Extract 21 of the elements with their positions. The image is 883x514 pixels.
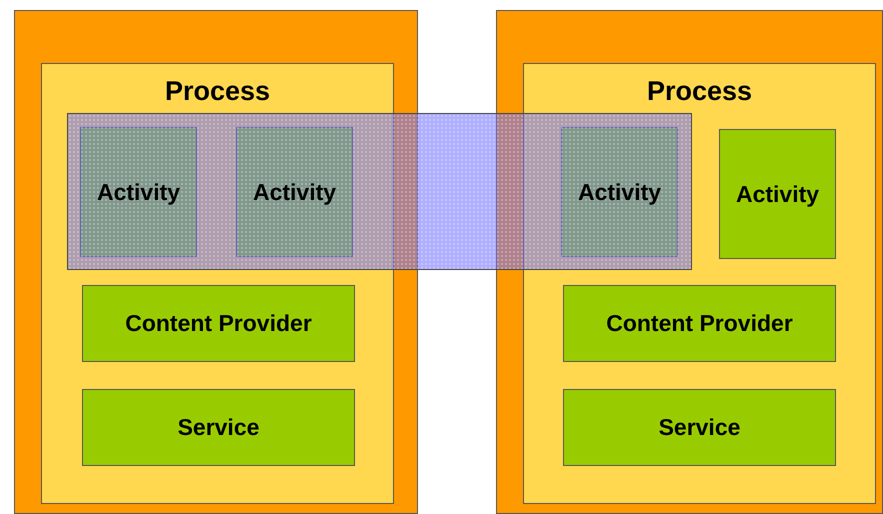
activity-label: Activity xyxy=(252,178,336,206)
content-provider-box xyxy=(563,285,836,362)
container-box xyxy=(496,10,883,514)
process-title: Process xyxy=(646,76,754,107)
content-provider-label: Content Provider xyxy=(125,310,312,337)
process-title: Process xyxy=(164,76,272,107)
service-box xyxy=(563,389,836,466)
activity-box xyxy=(719,129,836,259)
content-provider-label: Content Provider xyxy=(606,310,793,337)
translucent-band xyxy=(67,113,692,270)
activity-label: Activity xyxy=(96,178,180,206)
service-box xyxy=(82,389,355,466)
activity-box xyxy=(561,127,678,257)
activity-box xyxy=(236,127,353,257)
content-provider-box xyxy=(82,285,355,362)
process-box xyxy=(523,63,876,504)
activity-box xyxy=(80,127,197,257)
service-label: Service xyxy=(178,414,260,441)
activity-label: Activity xyxy=(578,178,662,206)
activity-label: Activity xyxy=(736,180,820,208)
service-label: Service xyxy=(658,414,740,441)
